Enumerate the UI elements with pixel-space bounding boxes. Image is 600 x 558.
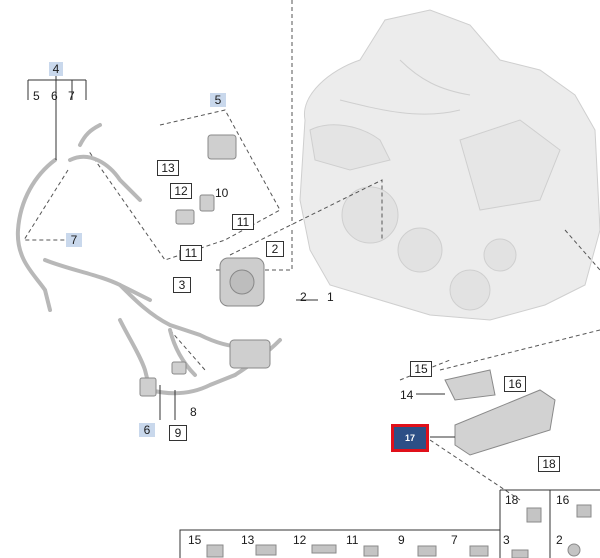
callout-5-hose[interactable]: 5 bbox=[33, 89, 40, 103]
bracket-and-cover bbox=[444, 369, 556, 456]
selected-part-17[interactable]: 17 bbox=[391, 424, 429, 452]
callout-13[interactable]: 13 bbox=[157, 160, 179, 176]
callout-7-left[interactable]: 7 bbox=[66, 233, 82, 247]
hardware-grid bbox=[179, 489, 600, 558]
callout-6-lower[interactable]: 6 bbox=[139, 423, 155, 437]
hardware-11[interactable]: 11 bbox=[346, 533, 359, 547]
callout-8[interactable]: 8 bbox=[190, 405, 197, 419]
callout-2-lower[interactable]: 2 bbox=[300, 290, 307, 304]
callout-1[interactable]: 1 bbox=[327, 290, 334, 304]
callout-9[interactable]: 9 bbox=[169, 425, 187, 441]
callout-7-hose[interactable]: 7 bbox=[68, 89, 75, 103]
hardware-15[interactable]: 15 bbox=[188, 533, 202, 547]
callout-11-left[interactable]: 11 bbox=[180, 245, 202, 261]
hardware-18[interactable]: 18 bbox=[505, 493, 519, 507]
callout-18-cover[interactable]: 18 bbox=[538, 456, 560, 472]
callout-6-hose[interactable]: 6 bbox=[51, 89, 58, 103]
callout-4[interactable]: 4 bbox=[49, 62, 63, 76]
callout-2-upper[interactable]: 2 bbox=[266, 241, 284, 257]
callout-15-bracket[interactable]: 15 bbox=[410, 361, 432, 377]
callout-12[interactable]: 12 bbox=[170, 183, 192, 199]
hardware-2[interactable]: 2 bbox=[556, 533, 563, 547]
callout-16-bracket[interactable]: 16 bbox=[504, 376, 526, 392]
callout-11-right[interactable]: 11 bbox=[232, 214, 254, 230]
engine-illustration bbox=[299, 9, 600, 321]
callout-3[interactable]: 3 bbox=[173, 277, 191, 293]
bolts bbox=[206, 504, 592, 558]
hardware-16[interactable]: 16 bbox=[556, 493, 570, 507]
valves bbox=[139, 134, 271, 397]
hardware-13[interactable]: 13 bbox=[241, 533, 255, 547]
callout-10[interactable]: 10 bbox=[215, 186, 229, 200]
callout-5-valve[interactable]: 5 bbox=[210, 93, 226, 107]
hardware-9[interactable]: 9 bbox=[398, 533, 405, 547]
callout-14[interactable]: 14 bbox=[400, 388, 414, 402]
hardware-12[interactable]: 12 bbox=[293, 533, 307, 547]
callout-group-bracket bbox=[27, 75, 87, 160]
hardware-3[interactable]: 3 bbox=[503, 533, 510, 547]
hardware-7[interactable]: 7 bbox=[451, 533, 458, 547]
vacuum-pump bbox=[219, 257, 265, 307]
